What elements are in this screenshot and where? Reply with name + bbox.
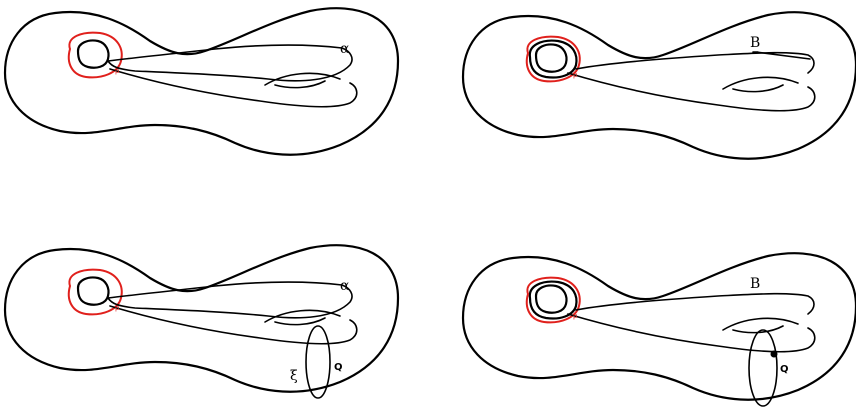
right-handle-arc [265,73,340,85]
curve-beta-upper [576,294,814,314]
curve-label: B [750,276,760,292]
curve-label: α [340,41,350,57]
panel-bottom-left: α p ξ Q [5,245,398,398]
meridian-ellipse [749,330,777,406]
panel-top-left: α p [5,8,398,154]
left-hole [78,40,109,67]
panel-bottom-right: B p Q [463,253,856,406]
right-handle-lower [275,81,325,88]
curve-label: B [750,35,760,51]
curve-tube [108,45,352,81]
point-label: p [115,67,120,75]
surface-outline [5,8,398,154]
meridian-ellipse [306,326,330,398]
xi-label: ξ [290,368,298,384]
q-label: Q [780,364,789,375]
intersection-point [771,351,778,358]
surface-outline [463,253,856,399]
point-label: p [573,71,578,79]
right-handle-arc [265,310,340,322]
surface-outline [463,12,856,158]
left-hole [78,277,109,304]
curve-label: α [340,278,350,294]
left-hole [536,44,567,71]
panel-top-right: B p [463,12,856,158]
point-label: p [573,312,578,320]
right-handle-lower [275,318,325,325]
right-handle-arc [723,318,798,330]
point-label: p [115,304,120,312]
curve-beta-upper [576,53,814,73]
q-label: Q [334,362,343,373]
left-hole [536,285,567,312]
curve-tube [108,282,352,318]
right-handle-lower [733,85,783,92]
right-handle-arc [723,77,798,89]
